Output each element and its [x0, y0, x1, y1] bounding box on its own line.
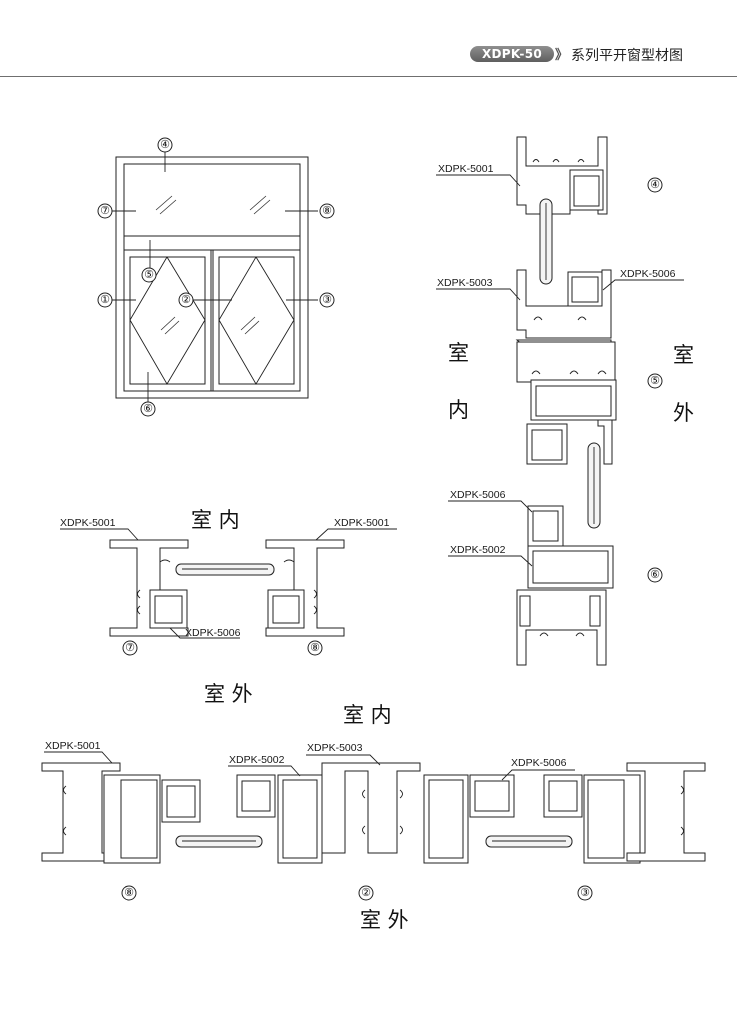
marker-2-h: ②: [361, 887, 371, 899]
marker-8-h: ⑧: [124, 887, 134, 899]
inside-char-1: 室: [448, 341, 469, 365]
page-title: 系列平开窗型材图: [571, 48, 683, 64]
marker-7-s: ⑦: [125, 642, 135, 654]
chevron-right-icon: 》: [555, 48, 569, 63]
left-sash-inner: [129, 256, 206, 385]
window-markers: ④ ⑦ ⑧ ⑤ ① ② ③ ⑥: [97, 137, 335, 417]
marker-6: ⑥: [143, 403, 153, 415]
label-5002-v: XDPK-5002: [450, 544, 506, 556]
label-5001-r: XDPK-5001: [334, 517, 390, 529]
window-elevation: [112, 152, 318, 402]
outside-char-2: 外: [673, 401, 694, 425]
marker-3-h: ③: [580, 887, 590, 899]
glass-hatch: [155, 195, 271, 335]
label-5006-78: XDPK-5006: [185, 627, 241, 639]
marker-5-v: ⑤: [650, 375, 660, 387]
marker-2: ②: [181, 294, 191, 306]
label-5003-v: XDPK-5003: [437, 277, 493, 289]
marker-5: ⑤: [144, 269, 154, 281]
marker-8-s: ⑧: [310, 642, 320, 654]
label-5001-l: XDPK-5001: [60, 517, 116, 529]
label-5001-v: XDPK-5001: [438, 163, 494, 175]
section-7-8: XDPK-5001 XDPK-5001 XDPK-5006 室 内 室 外 ⑦ …: [60, 508, 397, 706]
series-badge: XDPK-50: [470, 46, 554, 62]
marker-7: ⑦: [100, 205, 110, 217]
label-5006-v2: XDPK-5006: [450, 489, 506, 501]
label-5006-v: XDPK-5006: [620, 268, 676, 280]
horizontal-section: XDPK-5001 XDPK-5002 XDPK-5003 XDPK-5006 …: [41, 703, 706, 932]
vertical-section: XDPK-5001 XDPK-5003 XDPK-5006 XDPK-5006 …: [436, 136, 694, 666]
marker-3: ③: [322, 294, 332, 306]
marker-4-v: ④: [650, 179, 660, 191]
inside-char-2: 内: [448, 398, 469, 422]
inside-label-78: 室 内: [191, 508, 240, 532]
label-5001-h: XDPK-5001: [45, 740, 101, 752]
label-5003-h: XDPK-5003: [307, 742, 363, 754]
marker-8: ⑧: [322, 205, 332, 217]
right-opening-lines: [218, 256, 295, 385]
header-divider: [0, 76, 737, 77]
marker-4: ④: [160, 139, 170, 151]
marker-6-v: ⑥: [650, 569, 660, 581]
marker-1: ①: [100, 294, 110, 306]
outside-label-78: 室 外: [204, 682, 253, 706]
outside-char-1: 室: [673, 343, 694, 367]
inside-label-h: 室 内: [343, 703, 392, 727]
right-sash-inner: [218, 256, 295, 385]
label-5006-h: XDPK-5006: [511, 757, 567, 769]
outside-label-h: 室 外: [360, 908, 409, 932]
label-5002-h: XDPK-5002: [229, 754, 285, 766]
